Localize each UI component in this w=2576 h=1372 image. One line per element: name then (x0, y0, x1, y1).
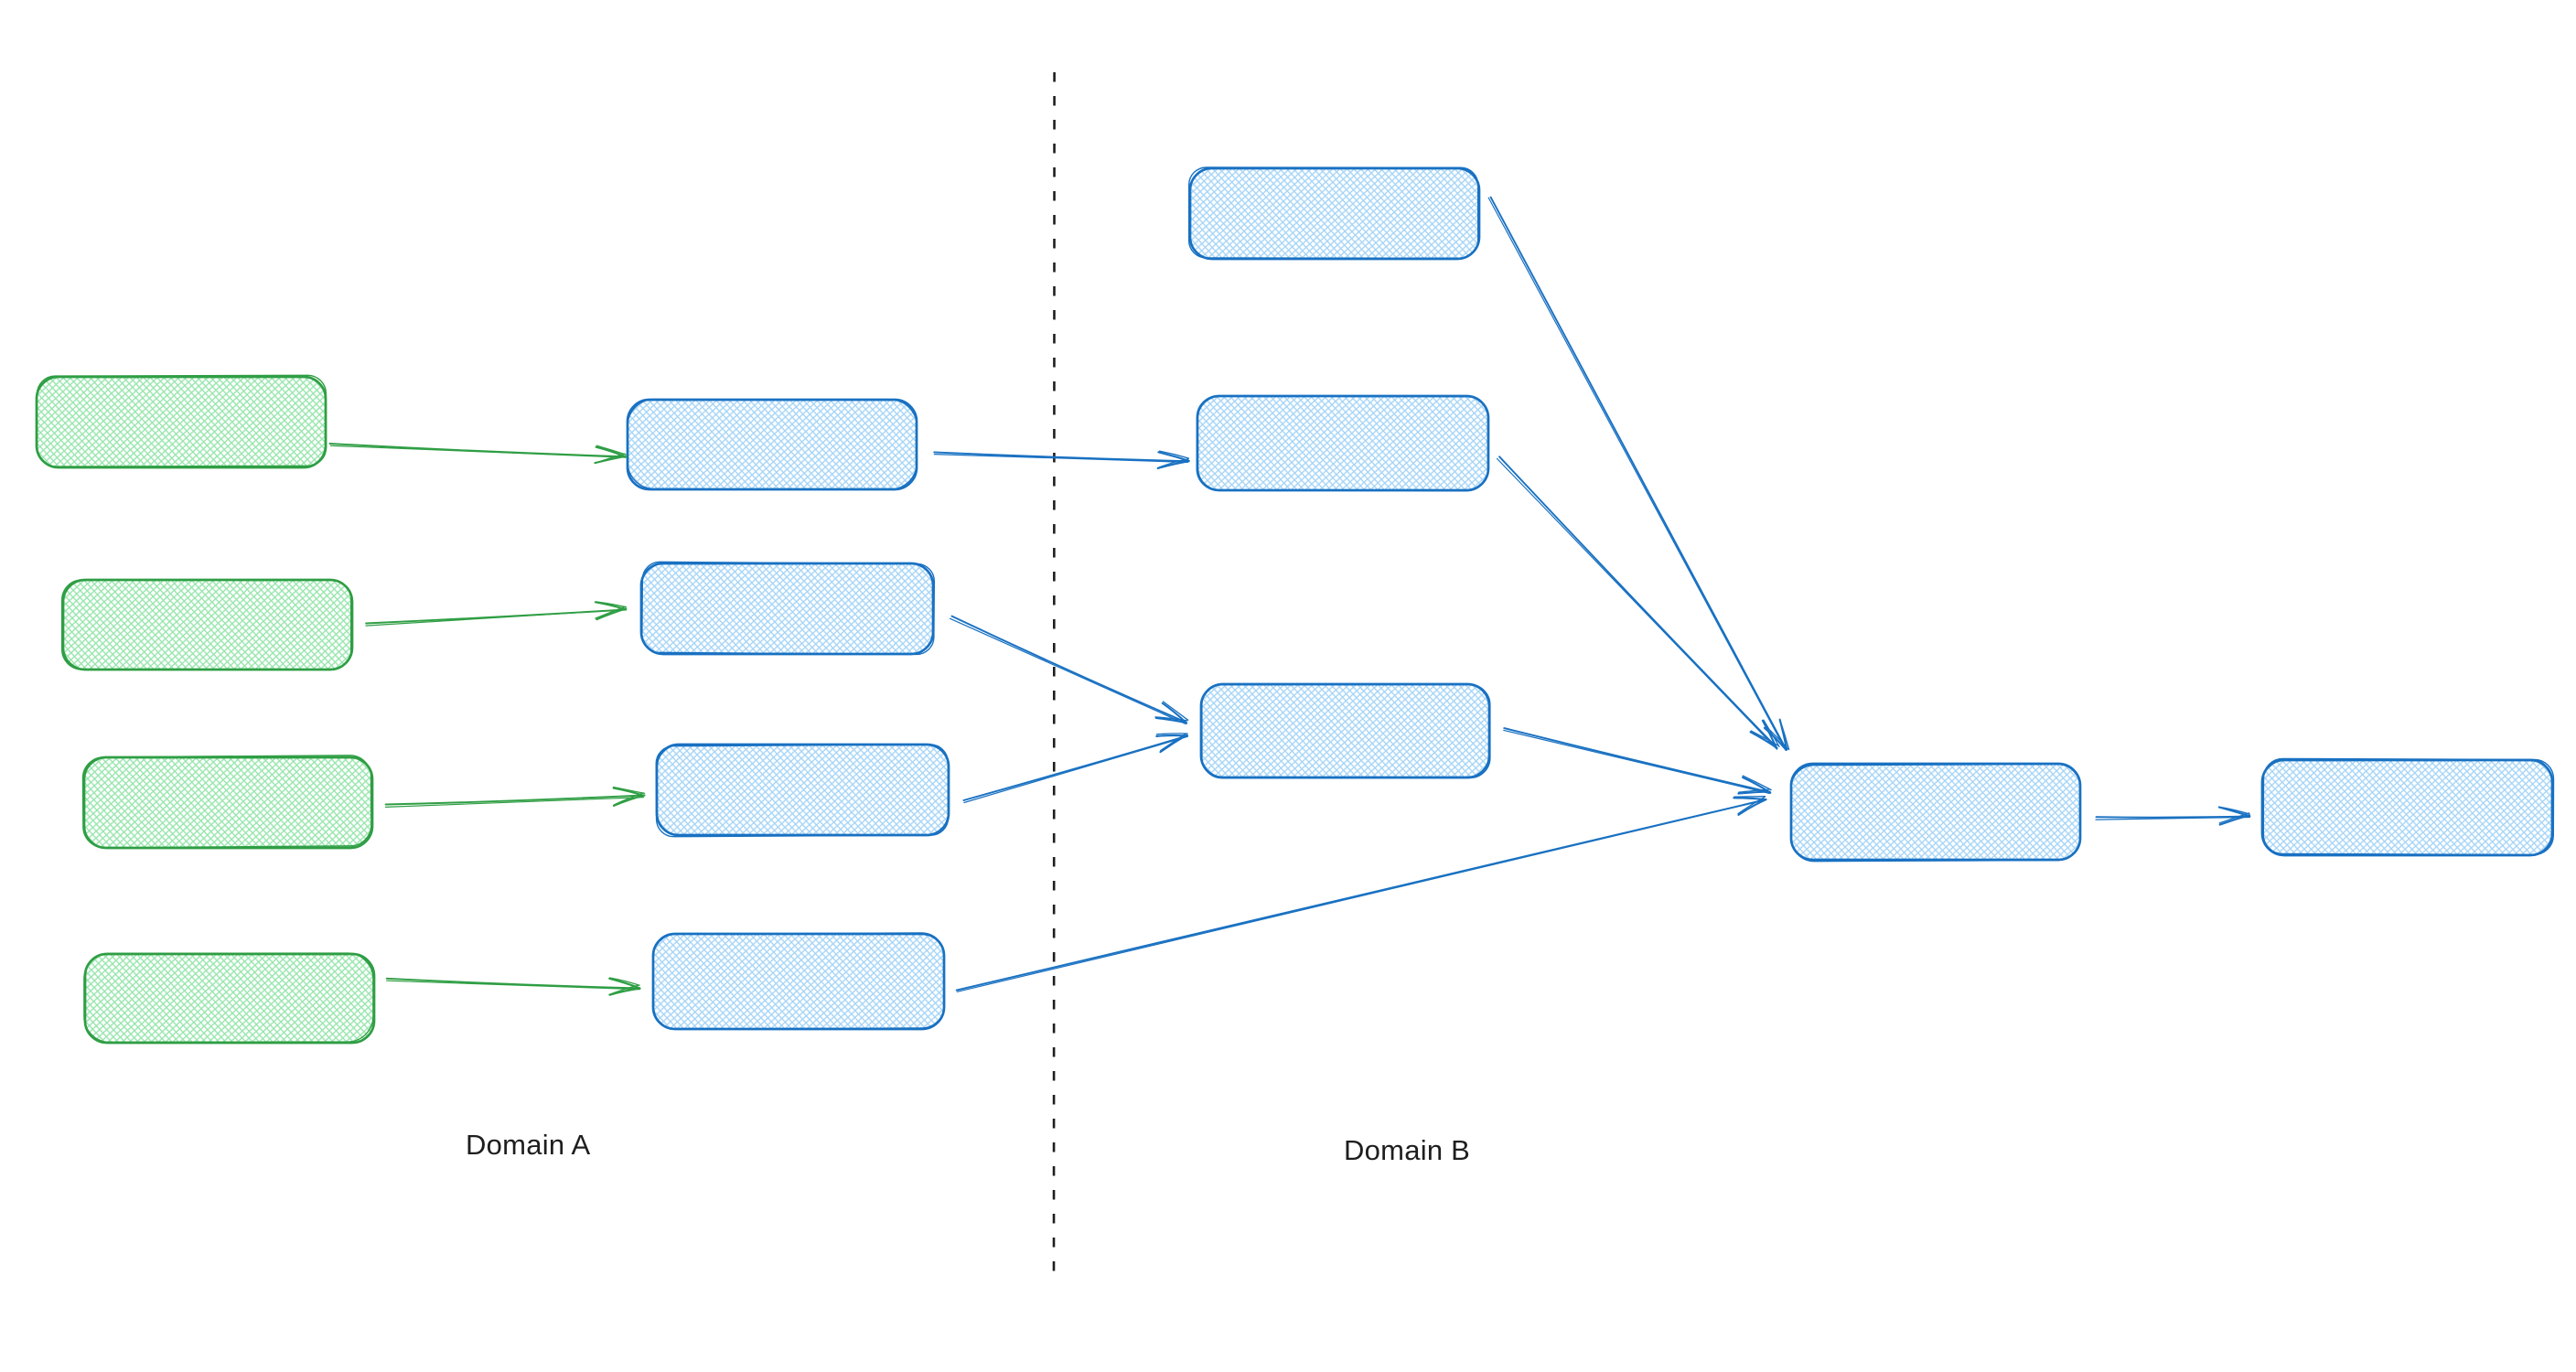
svg-text:Domain B: Domain B (1344, 1134, 1470, 1166)
svg-text:Domain A: Domain A (466, 1129, 590, 1161)
